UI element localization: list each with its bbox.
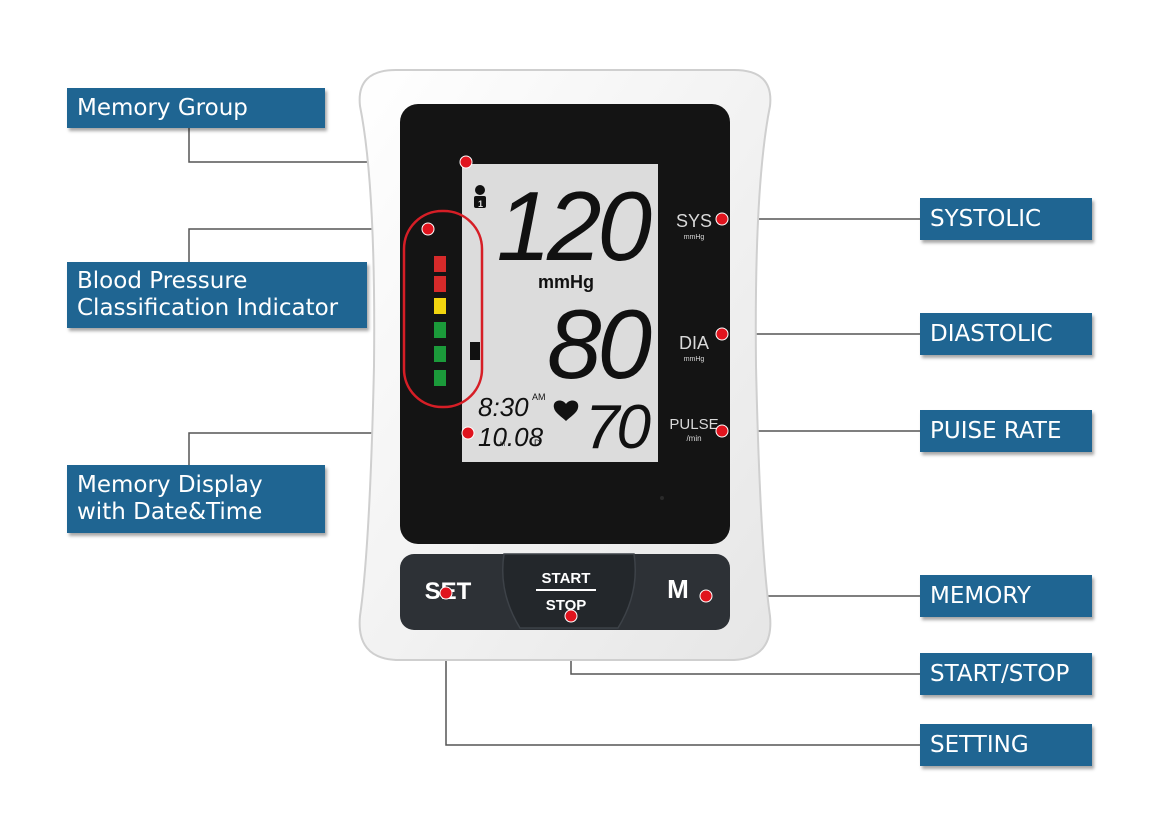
callout-pulse-rate: PUISE RATE [920, 410, 1092, 452]
marker-pulse [715, 424, 729, 438]
bp-bar-red-1 [434, 256, 446, 272]
sensor-dot [660, 496, 664, 500]
dia-label: DIA [679, 333, 709, 353]
marker-bp-indicator [421, 222, 435, 236]
callout-memory-display: Memory Display with Date&Time [67, 465, 325, 533]
user-number: 1 [478, 199, 483, 209]
marker-memory-group [459, 155, 473, 169]
user-icon [474, 185, 486, 208]
bp-bar-green-1 [434, 322, 446, 338]
sys-label: SYS [676, 211, 712, 231]
blood-pressure-monitor [358, 69, 772, 661]
date-day-indicator: D [534, 438, 541, 448]
bp-level-pointer [470, 342, 480, 360]
bp-bar-red-2 [434, 276, 446, 292]
bp-indicator-highlight [402, 209, 484, 409]
callout-memory: MEMORY [920, 575, 1092, 617]
marker-systolic [715, 212, 729, 226]
callout-systolic: SYSTOLIC [920, 198, 1092, 240]
am-indicator: AM [532, 392, 546, 402]
callout-memory-group: Memory Group [67, 88, 325, 128]
bp-classification-bars [434, 256, 446, 386]
bp-bar-yellow [434, 298, 446, 314]
callout-start-stop: START/STOP [920, 653, 1092, 695]
dia-unit-label: mmHg [684, 356, 705, 363]
marker-start-stop [564, 609, 578, 623]
time-value: 8:30 [478, 392, 529, 422]
heart-icon [553, 400, 579, 421]
bp-bar-green-3 [434, 370, 446, 386]
marker-memory [699, 589, 713, 603]
systolic-value: 120 [496, 171, 651, 281]
marker-diastolic [715, 327, 729, 341]
bp-bar-green-2 [434, 346, 446, 362]
callout-diastolic: DIASTOLIC [920, 313, 1092, 355]
stop-label[interactable]: STOP [546, 597, 587, 614]
start-label[interactable]: START [542, 570, 591, 587]
pulse-unit-label: /min [686, 434, 701, 443]
date-value: 10.08 [478, 422, 544, 452]
diastolic-value: 80 [547, 289, 652, 399]
pulse-label: PULSE [669, 416, 718, 433]
marker-memory-display [461, 426, 475, 440]
mmhg-unit: mmHg [538, 272, 594, 292]
sys-unit-label: mmHg [684, 234, 705, 241]
marker-set [439, 586, 453, 600]
pulse-value: 70 [585, 393, 650, 462]
memory-button[interactable]: M [667, 574, 689, 604]
date-month-indicator: M [500, 442, 505, 448]
callout-setting: SETTING [920, 724, 1092, 766]
callout-bp-indicator: Blood Pressure Classification Indicator [67, 262, 367, 328]
line-bp-indicator [188, 228, 428, 262]
